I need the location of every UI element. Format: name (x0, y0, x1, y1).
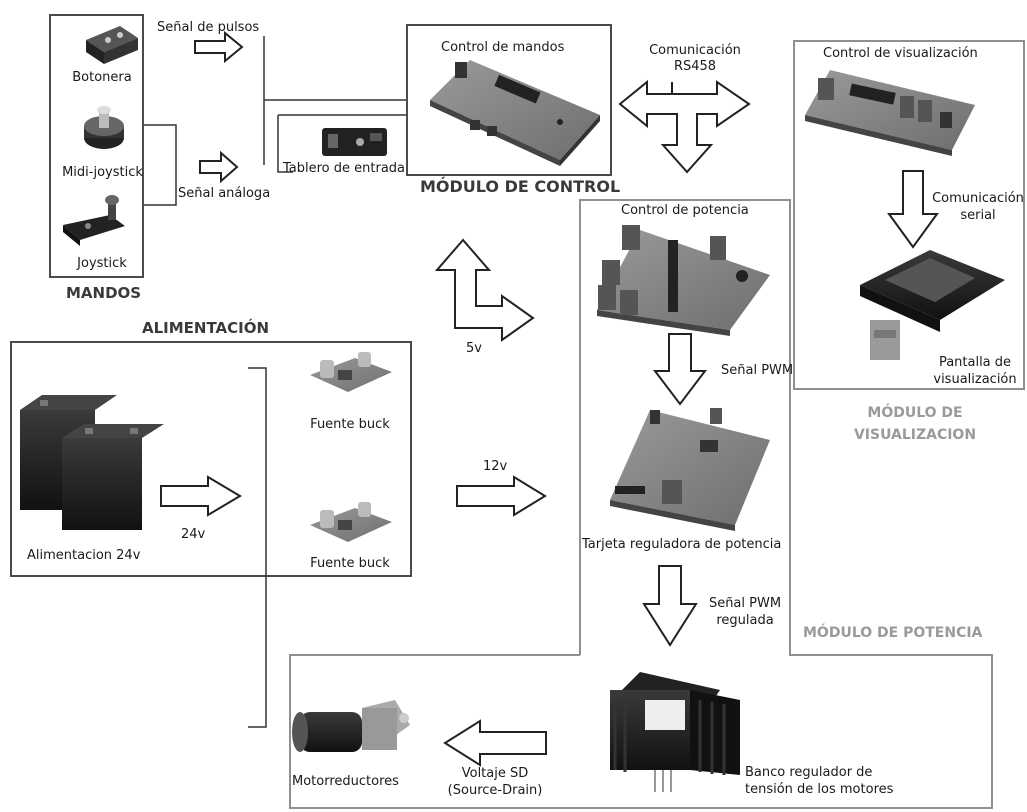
botonera-image (86, 26, 138, 64)
serial-label-line2: serial (960, 208, 996, 223)
motorreductores-image (292, 700, 410, 752)
arrow-voltaje-sd (443, 719, 547, 767)
control-module-title: MÓDULO DE CONTROL (420, 177, 621, 196)
senal-pwm-label: Señal PWM (721, 363, 794, 378)
fuente-buck-1-label: Fuente buck (310, 417, 390, 432)
alimentacion-title: ALIMENTACIÓN (142, 319, 270, 337)
v5-label: 5v (466, 341, 482, 356)
tarjeta-label: Tarjeta reguladora de potencia (582, 537, 782, 552)
connector-lines (144, 36, 993, 809)
alimentacion-box (10, 341, 412, 577)
pwm-regulada-line1: Señal PWM (708, 596, 782, 611)
tablero-entrada-label: Tablero de entrada (283, 161, 406, 176)
visualizacion-box (793, 40, 1025, 390)
fuente-buck-2-label: Fuente buck (310, 556, 390, 571)
control-visualizacion-label: Control de visualización (823, 46, 978, 61)
control-mandos-label: Control de mandos (441, 40, 565, 55)
control-module-box (406, 24, 612, 176)
pantalla-label-line1: Pantalla de (938, 355, 1012, 370)
arrow-24v (160, 475, 242, 517)
arrow-pulsos (194, 30, 244, 64)
mandos-title: MANDOS (66, 284, 142, 302)
arrow-rs458 (618, 79, 751, 174)
visualizacion-title-line1: MÓDULO DE (867, 405, 963, 421)
midi-joystick-image (84, 106, 124, 149)
potencia-title: MÓDULO DE POTENCIA (803, 625, 983, 641)
joystick-image (63, 195, 125, 246)
v24-label: 24v (181, 527, 206, 542)
visualizacion-title-line2: VISUALIZACION (853, 427, 977, 443)
pantalla-image (860, 250, 1005, 360)
pwm-regulada-line2: regulada (716, 613, 774, 628)
motorreductores-label: Motorreductores (292, 774, 399, 789)
pantalla-label-line2: visualización (933, 372, 1017, 387)
mandos-box (49, 14, 144, 278)
rs458-label-line1: Comunicación (649, 43, 741, 58)
arrow-pwm-regulada (642, 565, 698, 647)
banco-label-line1: Banco regulador de (745, 765, 873, 780)
serial-label-line1: Comunicación (932, 191, 1024, 206)
arrow-5v (434, 238, 535, 342)
control-visualizacion-pcb (805, 70, 975, 156)
control-potencia-label: Control de potencia (621, 203, 749, 218)
fuente-buck-1-image (310, 352, 392, 392)
fuente-buck-2-image (310, 502, 392, 542)
joystick-label: Joystick (77, 256, 127, 271)
senal-analoga-label: Señal análoga (178, 186, 271, 201)
botonera-label: Botonera (72, 70, 132, 85)
voltaje-sd-line2: (Source-Drain) (447, 783, 543, 798)
midi-joystick-label: Midi-joystick (62, 165, 143, 180)
arrow-serial (887, 170, 939, 249)
tarjeta-reguladora-pcb (610, 408, 770, 531)
senal-pulsos-label: Señal de pulsos (157, 20, 260, 35)
arrow-pwm (652, 333, 708, 406)
voltaje-sd-line1: Voltaje SD (461, 766, 529, 781)
control-potencia-pcb (597, 225, 770, 336)
arrow-analoga (199, 150, 239, 184)
banco-label-line2: tensión de los motores (745, 782, 894, 797)
bateria-label: Alimentacion 24v (27, 548, 141, 563)
control-mandos-pcb (430, 60, 600, 166)
tablero-entrada-image (322, 128, 387, 156)
banco-regulador-image (610, 672, 740, 792)
v12-label: 12v (483, 459, 508, 474)
baterias-image (20, 395, 164, 530)
rs458-label-line2: RS458 (673, 59, 717, 74)
arrow-12v (456, 475, 547, 517)
